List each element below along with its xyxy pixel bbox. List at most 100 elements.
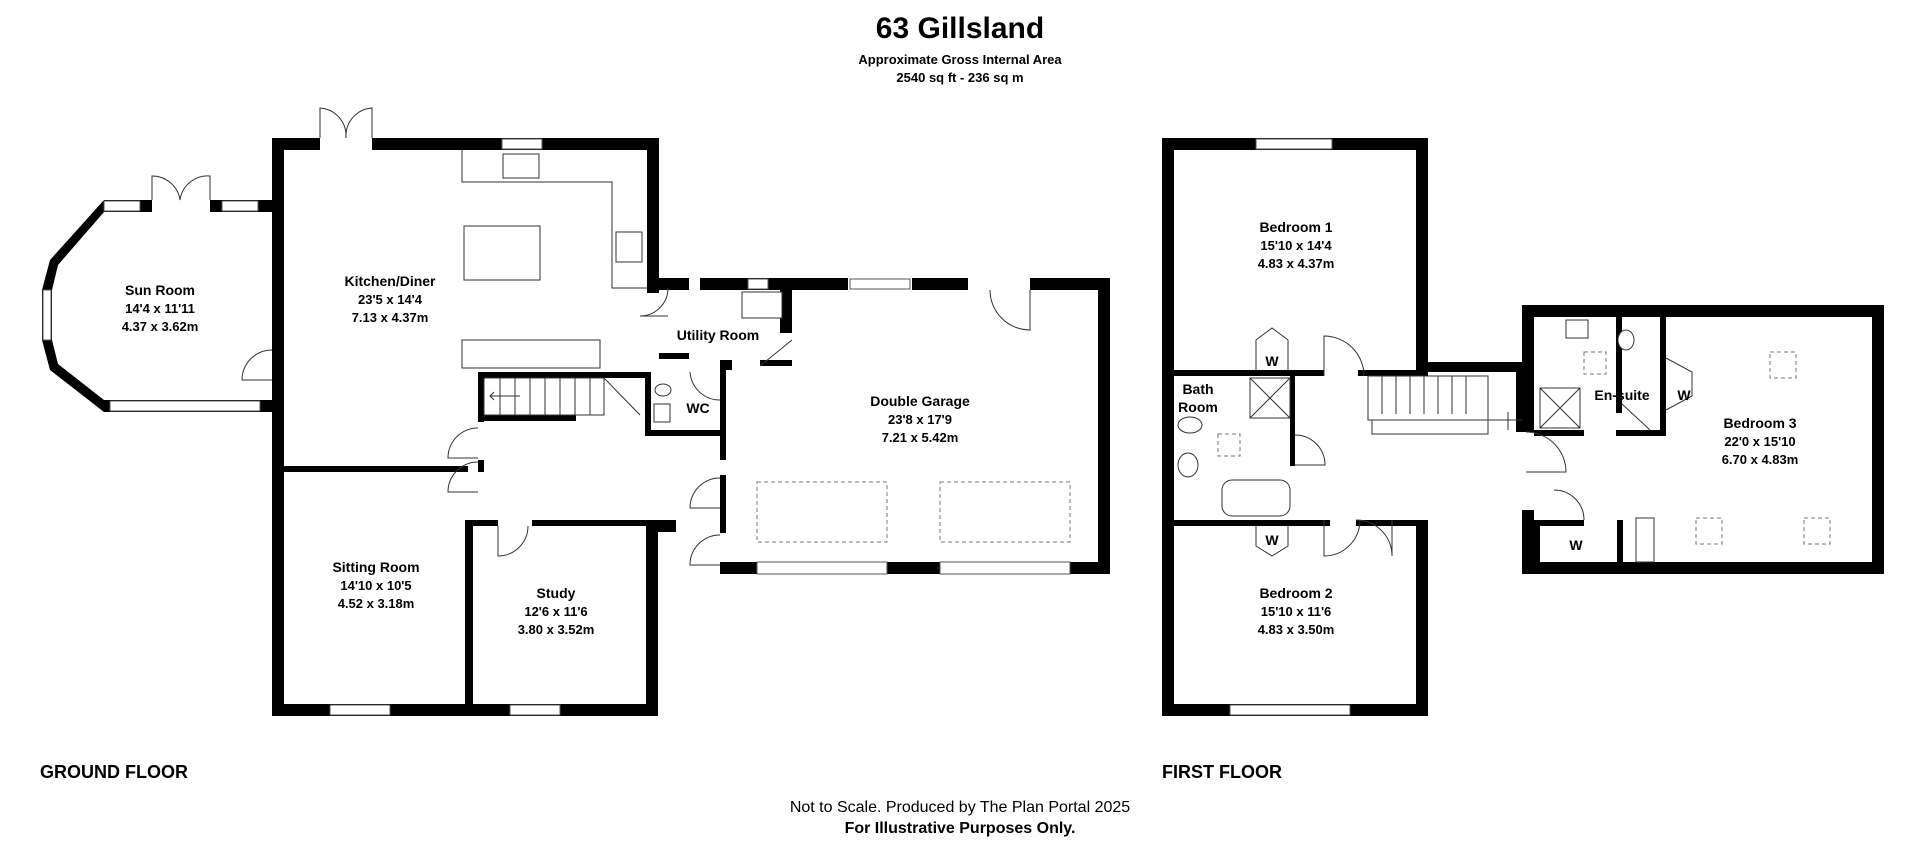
door (497, 525, 529, 557)
kitchen-worktop (461, 150, 647, 289)
first-floor-plan (1162, 138, 1884, 716)
room-sun-room: Sun Room 14'4 x 11'11 4.37 x 3.62m (122, 282, 199, 334)
wall (1522, 305, 1884, 317)
kitchen-island (463, 225, 541, 281)
wall (1416, 362, 1526, 372)
wall (647, 138, 659, 293)
wall (1098, 278, 1110, 574)
room-en-suite: En-suite (1594, 387, 1649, 403)
room-name: Double Garage (870, 393, 970, 409)
wardrobe-label: W (1265, 353, 1279, 369)
french-door (319, 107, 373, 139)
wall (720, 360, 726, 460)
wall (1290, 376, 1295, 466)
wall (1174, 370, 1324, 376)
room-size-metric: 4.83 x 4.37m (1258, 256, 1335, 271)
wall (645, 372, 651, 436)
wall (1162, 138, 1174, 716)
room-size-metric: 4.37 x 3.62m (122, 319, 199, 334)
door (689, 477, 721, 509)
room-size-imperial: 23'8 x 17'9 (888, 412, 952, 427)
room-name: Kitchen/Diner (344, 273, 436, 289)
door (447, 461, 479, 493)
window (329, 704, 391, 716)
wall (912, 278, 968, 290)
window (221, 200, 259, 212)
ground-floor-label: GROUND FLOOR (40, 762, 188, 782)
wardrobe-label: W (1569, 537, 1583, 553)
wall (532, 520, 648, 526)
room-study: Study 12'6 x 11'6 3.80 x 3.52m (518, 585, 595, 637)
room-name: Sitting Room (332, 559, 419, 575)
wall (659, 278, 689, 290)
door (1323, 519, 1361, 557)
door (639, 287, 669, 317)
french-door (151, 175, 211, 201)
wall (1522, 562, 1884, 574)
window (501, 138, 543, 150)
room-size-metric: 7.13 x 4.37m (352, 310, 429, 325)
room-size-metric: 4.83 x 3.50m (1258, 622, 1335, 637)
wardrobe (1665, 357, 1693, 411)
wall (1534, 520, 1540, 565)
room-name: Bedroom 1 (1259, 219, 1332, 235)
door (1553, 489, 1585, 521)
wall (1534, 520, 1584, 526)
door (989, 289, 1031, 331)
wall (1416, 520, 1428, 716)
wall (780, 278, 792, 333)
wall (1516, 362, 1526, 432)
wall (760, 360, 792, 366)
disclaimer: For Illustrative Purposes Only. (844, 820, 1076, 837)
wall (470, 520, 498, 526)
window (849, 278, 911, 290)
room-double-garage: Double Garage 23'8 x 17'9 7.21 x 5.42m (870, 393, 970, 445)
wall (780, 278, 848, 290)
wall (659, 353, 689, 359)
room-name-line2: Room (1178, 399, 1218, 415)
wall (1030, 278, 1110, 290)
room-name: Study (537, 585, 576, 601)
door (1323, 335, 1365, 377)
skylight (1217, 433, 1241, 457)
wall (1522, 305, 1534, 432)
wall (700, 278, 790, 290)
wall (465, 520, 473, 708)
wall (645, 430, 725, 436)
wall (484, 415, 576, 421)
skylight (1769, 351, 1797, 379)
door (689, 371, 721, 401)
bay-wall (42, 200, 104, 412)
skylight (1803, 517, 1831, 545)
area-label: Approximate Gross Internal Area (858, 52, 1062, 67)
room-sitting-room: Sitting Room 14'10 x 10'5 4.52 x 3.18m (332, 559, 419, 611)
room-bedroom-3: Bedroom 3 22'0 x 15'10 6.70 x 4.83m (1722, 415, 1799, 467)
door (241, 349, 273, 381)
room-size-imperial: 23'5 x 14'4 (358, 292, 423, 307)
staircase (483, 377, 641, 416)
wall (1534, 430, 1584, 436)
toilet (1617, 329, 1635, 351)
wall (1617, 520, 1623, 565)
garage-door (939, 561, 1071, 575)
room-size-imperial: 22'0 x 15'10 (1724, 434, 1795, 449)
parking-bay (756, 481, 888, 543)
wall (1616, 317, 1622, 413)
wall (646, 520, 676, 532)
parking-bay (939, 481, 1071, 543)
window (1229, 704, 1351, 716)
wall (1174, 520, 1330, 526)
ground-floor-plan (42, 107, 1110, 716)
wall (478, 372, 648, 378)
utility-sink (741, 291, 783, 319)
wall (1660, 317, 1666, 435)
room-name: Bedroom 3 (1723, 415, 1796, 431)
wall (284, 466, 468, 472)
skylight (1583, 351, 1607, 375)
window (42, 289, 52, 341)
wardrobe (1255, 327, 1289, 370)
door (1355, 519, 1393, 557)
first-floor-label: FIRST FLOOR (1162, 762, 1282, 782)
wall (1416, 138, 1428, 368)
